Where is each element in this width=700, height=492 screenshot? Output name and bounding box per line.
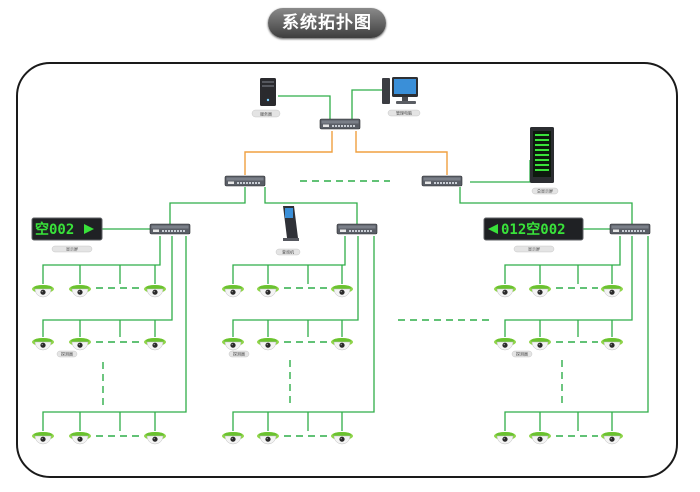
server-label: 服务器 — [260, 111, 272, 117]
dome-sensor-icon — [256, 431, 280, 445]
switch-left-agg — [224, 175, 266, 187]
dome-sensor-icon — [31, 431, 55, 445]
dome-sensor-icon — [493, 337, 517, 351]
kiosk-label: 查询机 — [282, 249, 294, 255]
pc-icon — [382, 77, 418, 104]
led-sign-left-text: 空002 — [35, 221, 74, 238]
dome-sensor-icon — [143, 337, 167, 351]
dome-sensor-icon — [528, 284, 552, 298]
switch-right-agg — [421, 175, 463, 187]
dome-sensor-icon — [600, 431, 624, 445]
big-screen-label-bg — [531, 187, 559, 195]
detector-left-label-bg — [56, 350, 78, 358]
dome-sensor-icon — [68, 284, 92, 298]
dome-sensor-icon — [600, 337, 624, 351]
led-sign-right: 012空002 — [483, 217, 584, 241]
detector-mid-label-bg — [228, 350, 250, 358]
panel-right-label: 显示屏 — [528, 246, 540, 252]
dome-sensor-icon — [31, 284, 55, 298]
dome-sensor-icon — [330, 431, 354, 445]
dome-sensor-icon — [493, 284, 517, 298]
core-switch — [319, 118, 361, 130]
arrow-left-icon — [488, 224, 498, 234]
kiosk-label-bg — [275, 248, 301, 256]
switch-middle — [336, 223, 378, 235]
detector-right-label-bg — [511, 350, 533, 358]
page-title: 系统拓扑图 — [282, 13, 372, 33]
arrow-right-icon — [84, 224, 94, 234]
title-badge: 系统拓扑图 — [268, 8, 386, 38]
dome-sensor-icon — [143, 431, 167, 445]
detector-right-label: 探测器 — [516, 351, 528, 357]
dome-sensor-icon — [493, 431, 517, 445]
big-screen-label: 总显示屏 — [537, 188, 553, 194]
led-sign-left: 空002 — [31, 217, 103, 241]
server-icon — [260, 78, 276, 106]
switch-right — [609, 223, 651, 235]
dome-sensor-icon — [330, 337, 354, 351]
dome-sensor-icon — [330, 284, 354, 298]
dome-sensor-icon — [68, 337, 92, 351]
big-screen-icon — [530, 127, 554, 183]
pc-label: 管理电脑 — [396, 110, 412, 116]
dome-sensor-icon — [256, 337, 280, 351]
dome-sensor-icon — [68, 431, 92, 445]
detector-left-label: 探测器 — [61, 351, 73, 357]
network-links — [42, 89, 649, 431]
panel-right-label-bg — [513, 245, 555, 253]
led-sign-right-text: 012空002 — [501, 221, 566, 238]
panel-left-label-bg — [51, 245, 93, 253]
dome-sensor-icon — [528, 337, 552, 351]
kiosk-icon — [283, 206, 299, 241]
dome-sensor-icon — [221, 337, 245, 351]
dome-sensor-icon — [31, 337, 55, 351]
switch-left — [149, 223, 191, 235]
server-label-bg — [251, 109, 281, 118]
panel-left-label: 显示屏 — [66, 246, 78, 252]
dome-sensor-icon — [528, 431, 552, 445]
pc-label-bg — [387, 109, 421, 117]
dome-sensor-icon — [221, 284, 245, 298]
dashed-links — [96, 180, 598, 437]
dome-sensor-icon — [143, 284, 167, 298]
detector-mid-label: 探测器 — [233, 351, 245, 357]
dome-sensor-icon — [221, 431, 245, 445]
dome-sensor-icon — [600, 284, 624, 298]
diagram-frame — [16, 62, 678, 478]
orange-links — [244, 131, 448, 175]
dome-sensor-icon — [256, 284, 280, 298]
